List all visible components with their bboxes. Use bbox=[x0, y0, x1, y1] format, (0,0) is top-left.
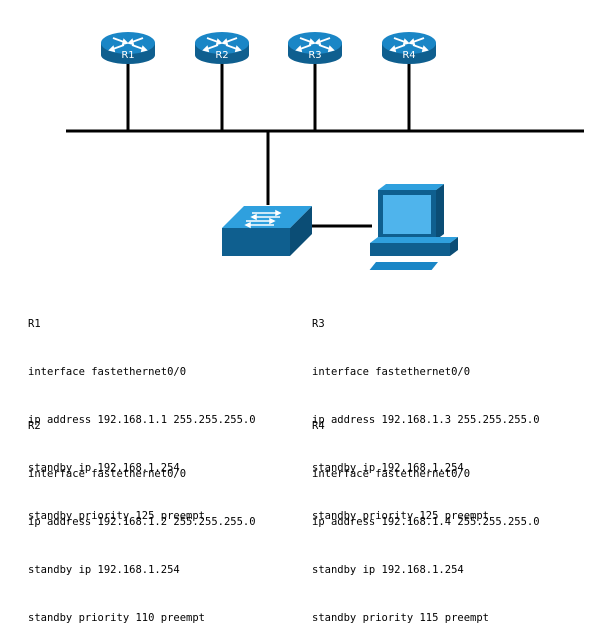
router-icon bbox=[195, 32, 249, 64]
router-r3: R3 bbox=[288, 32, 342, 64]
config-title: R1 bbox=[28, 318, 41, 330]
config-line: ip address 192.168.1.1 255.255.255.0 bbox=[28, 414, 256, 426]
config-block-r2: R2 interface fastethernet0/0 ip address … bbox=[28, 386, 256, 642]
config-line: interface fastethernet0/0 bbox=[312, 366, 471, 378]
network-diagram: R1 R2 R3 bbox=[66, 32, 584, 270]
router-icon bbox=[382, 32, 436, 64]
config-title: R2 bbox=[28, 420, 41, 432]
config-line: standby priority 115 preempt bbox=[312, 612, 490, 624]
config-line: ip address 192.168.1.4 255.255.255.0 bbox=[312, 516, 540, 528]
config-line: interface fastethernet0/0 bbox=[312, 468, 471, 480]
config-line: standby ip 192.168.1.254 bbox=[28, 462, 180, 474]
switch-icon bbox=[222, 206, 312, 256]
router-r2: R2 bbox=[195, 32, 249, 64]
router-label: R2 bbox=[215, 50, 228, 61]
config-line: ip address 192.168.1.2 255.255.255.0 bbox=[28, 516, 256, 528]
config-line: standby ip 192.168.1.254 bbox=[312, 564, 464, 576]
workstation-icon bbox=[369, 184, 458, 270]
config-title: R4 bbox=[312, 420, 325, 432]
config-line: interface fastethernet0/0 bbox=[28, 366, 187, 378]
config-line: ip address 192.168.1.3 255.255.255.0 bbox=[312, 414, 540, 426]
config-block-r4: R4 interface fastethernet0/0 ip address … bbox=[312, 386, 540, 642]
router-label: R1 bbox=[121, 50, 134, 61]
config-line: standby ip 192.168.1.254 bbox=[28, 564, 180, 576]
router-icon bbox=[288, 32, 342, 64]
router-label: R4 bbox=[402, 50, 415, 61]
config-line: standby priority 110 preempt bbox=[28, 612, 206, 624]
router-icon bbox=[101, 32, 155, 64]
config-line: interface fastethernet0/0 bbox=[28, 468, 187, 480]
config-line: standby ip 192.168.1.254 bbox=[312, 462, 464, 474]
router-r4: R4 bbox=[382, 32, 436, 64]
router-r1: R1 bbox=[101, 32, 155, 64]
router-label: R3 bbox=[308, 50, 321, 61]
config-title: R3 bbox=[312, 318, 325, 330]
